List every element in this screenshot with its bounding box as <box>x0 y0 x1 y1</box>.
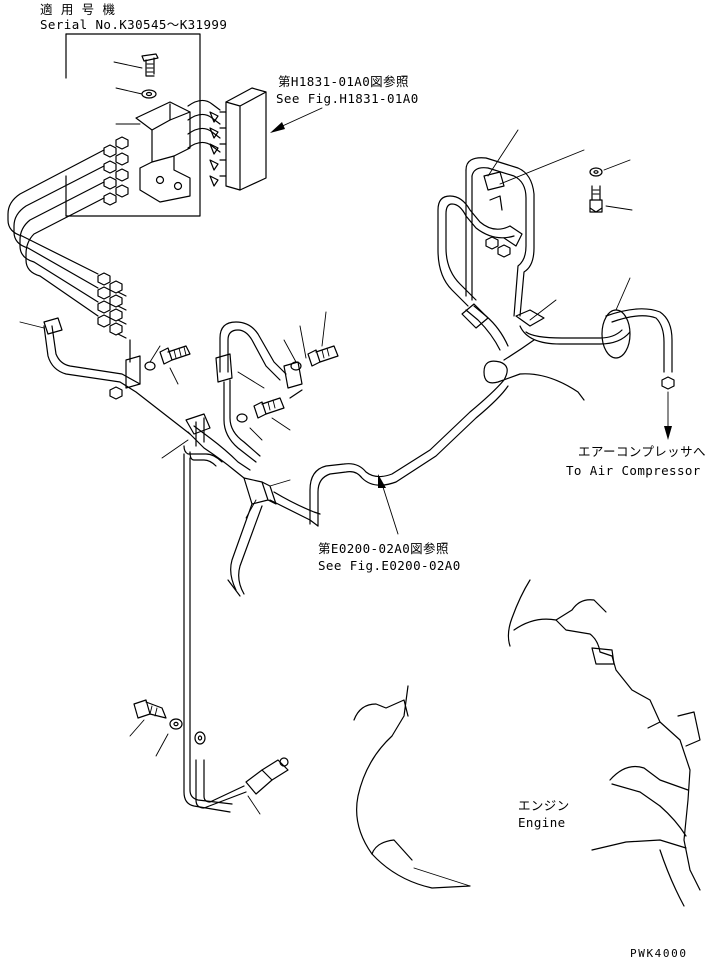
reference-arrow-h1831 <box>270 107 323 133</box>
engine-label-en: Engine <box>518 815 566 830</box>
inset-fittings <box>103 136 129 206</box>
air-compressor-label-en: To Air Compressor <box>566 463 701 478</box>
ground-cable <box>195 757 289 815</box>
tube-bundle <box>7 149 105 317</box>
detail-inset-box <box>65 33 201 217</box>
air-compressor-label-jp: エアーコンプレッサへ <box>578 444 706 459</box>
upper-right-bolt-set <box>589 159 633 213</box>
reference-fig1-en: See Fig.H1831-01A0 <box>276 91 419 106</box>
upper-right-piping <box>437 129 675 390</box>
reference-fig2-en: See Fig.E0200-02A0 <box>318 558 461 573</box>
center-tube <box>161 413 251 813</box>
engine-outline <box>353 579 701 907</box>
main-long-tube <box>309 303 585 527</box>
drawing-code: PWK4000 <box>630 947 688 960</box>
middle-tube-loop <box>215 321 287 463</box>
reference-fig1-jp: 第H1831-01A0図参照 <box>278 74 409 89</box>
reference-fig2-jp: 第E0200-02A0図参照 <box>318 541 449 556</box>
clamp-bolt-set-1 <box>144 345 191 385</box>
applicable-models-label-jp: 適 用 号 機 <box>40 2 116 17</box>
tube-end-fittings <box>97 272 127 339</box>
serial-range-label: Serial No.K30545～K31999 <box>40 17 228 32</box>
inset-washer <box>115 87 157 99</box>
valve-connector-block <box>187 87 267 191</box>
lower-bolt-washer-set <box>129 699 206 757</box>
inset-bolt <box>113 53 159 77</box>
hose-coupling <box>227 477 321 597</box>
left-hose <box>19 317 191 435</box>
clamp-bolt-set-3 <box>236 397 291 441</box>
engine-label-jp: エンジン <box>518 798 570 813</box>
reference-arrow-e0200 <box>378 474 399 535</box>
clamp-bolt-set-2 <box>283 311 339 399</box>
arrow-to-air-compressor <box>664 391 672 440</box>
